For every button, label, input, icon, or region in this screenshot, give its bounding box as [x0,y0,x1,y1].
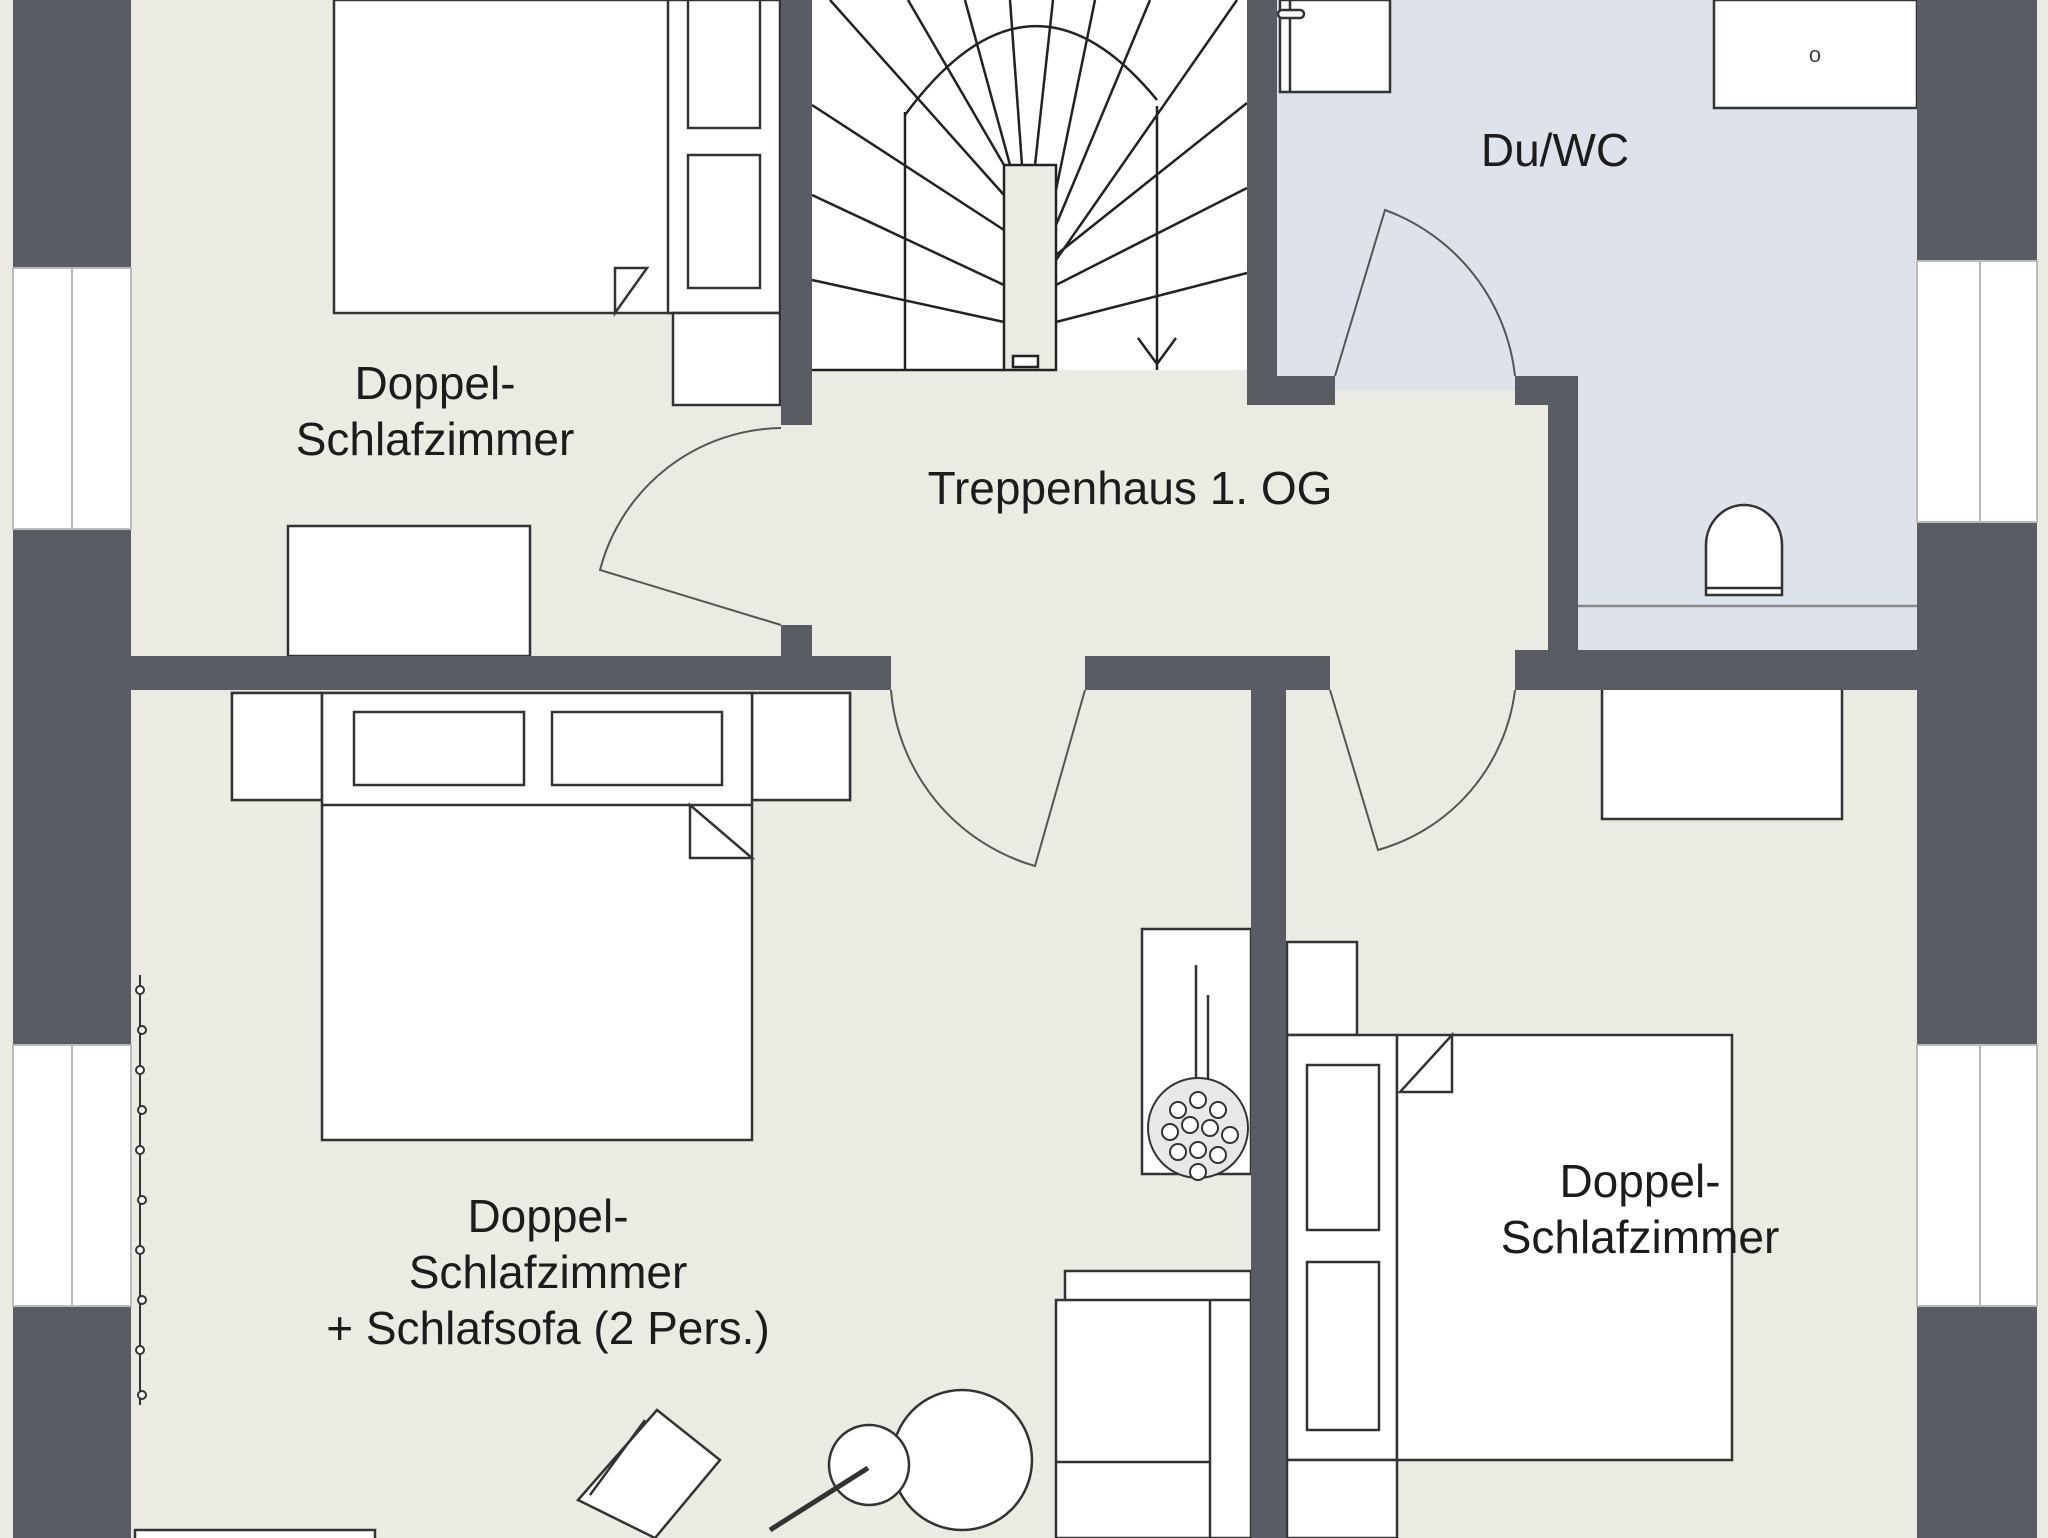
wall-middle-left [131,656,891,690]
windows [12,260,2038,1307]
nightstand-left [230,691,324,802]
wall-lower-divider [1251,690,1286,1538]
wall-stair-left-top [781,0,812,425]
wall-stair-left-bottom [781,625,812,670]
room-label-line: Doppel- [1559,1155,1721,1207]
toilet [1704,503,1784,597]
wall-bath-left [1247,0,1277,400]
shelf [1285,1458,1399,1538]
room-label-staircase: Treppenhaus 1. OG [880,460,1380,516]
room-label-line: + Schlafsofa (2 Pers.) [326,1302,770,1354]
sofa [1054,1298,1253,1538]
room-label-line: Schlafzimmer [1500,1211,1780,1263]
room-label-bedroom-bottom-right: Doppel- Schlafzimmer [1460,1153,1820,1265]
sofa-back [1063,1269,1253,1303]
wall-middle-center [1085,656,1330,690]
nightstand-right [750,691,852,802]
desk [1600,684,1844,821]
bed [1395,1033,1734,1462]
round-table [890,1388,1034,1532]
bedroom-bottom-left-furniture [133,691,1253,1538]
room-label-line: Doppel- [467,1190,629,1242]
bathroom-fixtures: o [1276,0,1919,608]
wall-middle-right [1515,650,1917,690]
room-label-line: Schlafzimmer [408,1246,688,1298]
bed-fold [1397,1031,1454,1094]
sink-drain-icon: o [1809,42,1821,67]
doors [598,208,1516,868]
room-label-bedroom-bottom-left: Doppel- Schlafzimmer + Schlafsofa (2 Per… [248,1188,848,1356]
bedroom-bottom-right-furniture [1285,684,1844,1538]
desk-bottom [133,1528,377,1538]
staircase [811,0,1248,372]
curtain-icon [135,975,147,1405]
bathroom-floor-door [1335,360,1515,390]
sink-cabinet [1712,0,1919,110]
room-label-bedroom-top-left: Doppel- Schlafzimmer [255,355,615,467]
door-swing-bottom-right-bedroom [1329,689,1516,852]
window-right-bottom [1916,1044,2038,1307]
room-label-line: Du/WC [1480,124,1630,176]
pillow [1305,1063,1381,1232]
room-label-line: Doppel- [354,357,516,409]
window-right-top [1916,260,2038,523]
door-swing-bathroom [1334,208,1516,377]
bed-fold [688,802,756,860]
armchair [575,1408,722,1538]
wall-bath-bottom-a [1247,376,1335,405]
pillow-right [550,710,724,787]
desk [286,524,532,658]
stairs-down-arrow-icon [1136,337,1178,367]
shower [1278,0,1392,94]
wall-bath-right [1548,376,1578,676]
pillow-left [352,710,526,787]
wall-outer-left [13,0,131,1538]
side-table [827,1423,911,1507]
bed-fold [613,266,650,317]
plant-icon [1147,1077,1249,1181]
door-swing-top-left-bedroom [598,427,782,626]
bedroom-top-left-furniture [286,0,782,658]
room-label-line: Treppenhaus 1. OG [927,462,1333,514]
shelf [671,311,782,407]
room-label-bathroom: Du/WC [1425,122,1685,178]
wall-outer-right [1917,0,2037,1538]
door-swing-bottom-left-bedroom [890,689,1086,868]
nightstand [1285,940,1359,1037]
pillow [1305,1260,1381,1432]
room-label-line: Schlafzimmer [295,413,575,465]
